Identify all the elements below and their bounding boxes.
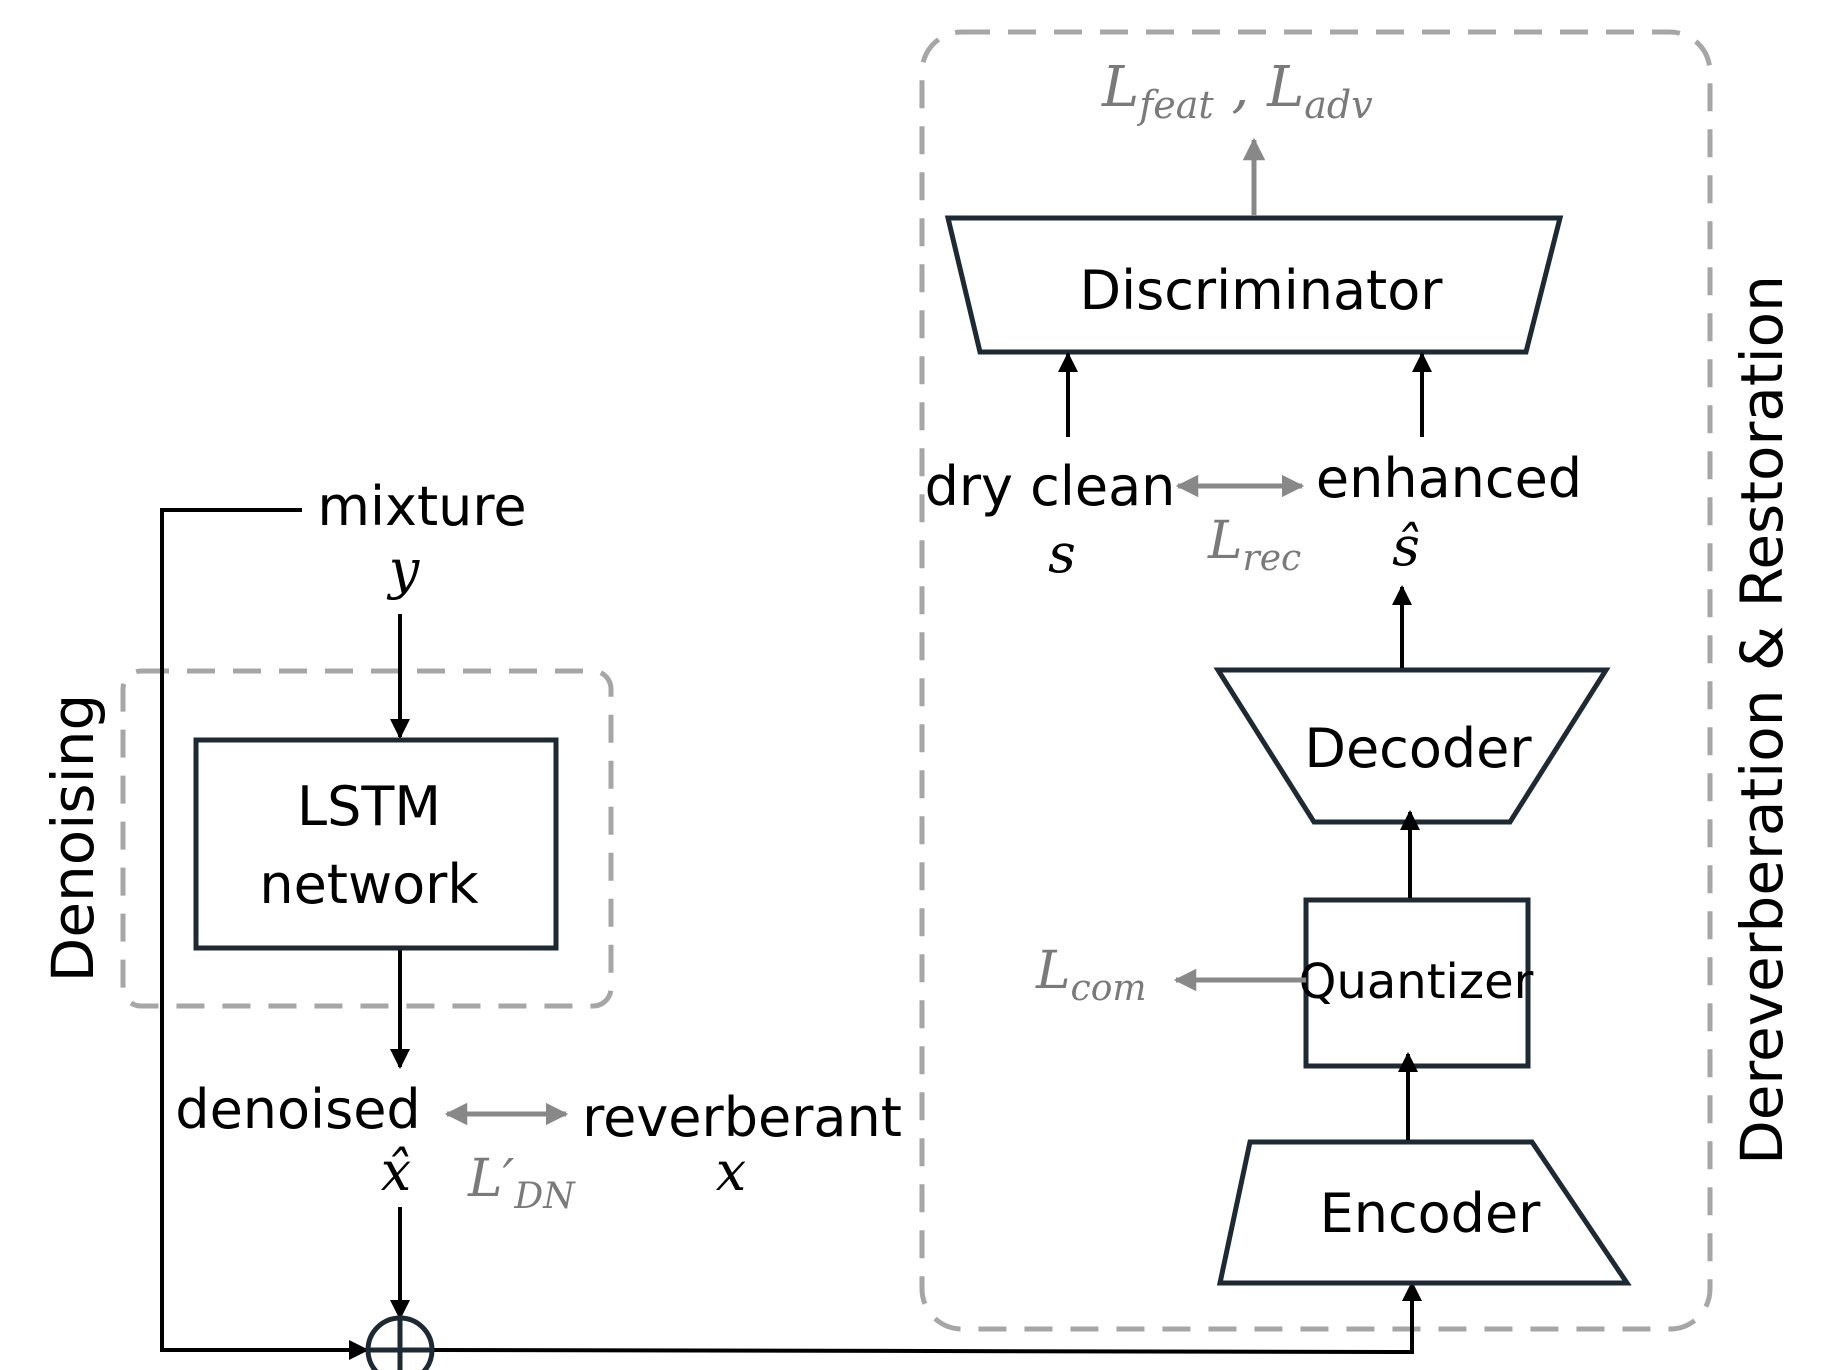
decoder-label: Decoder: [1304, 717, 1532, 780]
quantizer-label: Quantizer: [1299, 954, 1534, 1010]
enhanced-symbol: ŝ: [1392, 515, 1420, 578]
summation-node: [365, 1315, 435, 1370]
lstm-label-line2: network: [259, 853, 479, 916]
encoder-label: Encoder: [1320, 1182, 1542, 1245]
dry-clean-label: dry clean: [925, 455, 1176, 518]
discriminator-block: [944, 215, 1564, 355]
denoised-label: denoised: [175, 1078, 420, 1141]
lstm-label-line1: LSTM: [297, 775, 441, 838]
reverberant-symbol: x: [716, 1140, 746, 1203]
encoder-block: [1216, 1139, 1632, 1286]
mixture-bypass-wire: [160, 508, 369, 1360]
dereverberation-region: [919, 29, 1713, 1332]
com-loss-label: Lcom: [1035, 941, 1147, 1009]
dn-loss-label: L′DN: [467, 1149, 576, 1217]
dry-clean-symbol: s: [1048, 522, 1076, 585]
mixture-label: mixture: [317, 475, 526, 538]
denoised-symbol: x̂: [381, 1140, 411, 1203]
denoising-region-title: Denoising: [39, 694, 107, 983]
reverberant-label: reverberant: [582, 1086, 902, 1149]
discriminator-label: Discriminator: [1080, 259, 1444, 322]
denoising-region: [120, 668, 614, 1009]
sum-to-encoder-wire: [432, 1281, 1422, 1355]
dereverberation-region-title: Dereverberation & Restoration: [1728, 275, 1796, 1165]
feat-adv-loss-label: Lfeat , Ladv: [1101, 55, 1373, 127]
decoder-block: [1213, 667, 1611, 825]
rec-loss-label: Lrec: [1207, 511, 1301, 579]
enhanced-label: enhanced: [1316, 447, 1582, 510]
lstm-network-block: [193, 737, 559, 951]
mixture-symbol: y: [387, 538, 421, 601]
